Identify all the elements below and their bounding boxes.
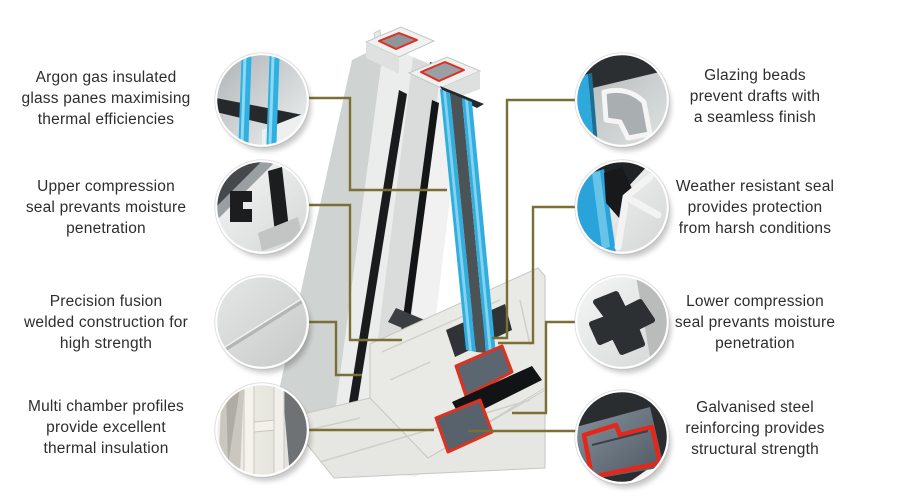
callout-line: Glazing beads [704,67,806,84]
callout-lower-seal: Lower compression seal prevants moisture… [653,291,857,354]
callout-line: Weather resistant seal [675,178,835,195]
callout-line: from harsh conditions [678,220,832,237]
callout-line: penetration [715,335,795,352]
callout-line: provide excellent [46,419,166,436]
callout-multi-chamber: Multi chamber profiles provide excellent… [0,396,212,459]
thumbnail-edge [214,52,310,148]
sash-head-steel [420,61,465,82]
thumbnail-edge [214,274,310,370]
thumbnail-edge [214,382,310,478]
callout-argon-glass: Argon gas insulated glass panes maximisi… [0,67,212,130]
window-cutaway-illustration [272,26,546,479]
connector-weather-seal [498,205,576,345]
callout-line: Multi chamber profiles [27,398,184,415]
argon-gas-glass-thumbnail [214,52,311,151]
callout-line: Upper compression [37,178,175,195]
multi-chamber-profile-thumbnail [214,382,311,481]
callout-line: high strength [59,335,153,352]
frame-head-skirt [366,42,399,74]
thumbnail-rim [574,389,670,485]
connector-fusion-weld [308,320,362,377]
thumbnail-edge [574,52,670,148]
glass-pane-front-highlight [443,90,472,351]
callout-glazing-beads: Glazing beads prevent drafts with a seam… [653,65,857,128]
connector-upper-seal [309,203,402,342]
glass-argon-gap [450,93,486,353]
callout-line: prevent drafts with [689,88,821,105]
fusion-weld-thumbnail [214,274,311,373]
callout-line: Argon gas insulated [35,69,177,86]
callout-line: Galvanised steel [696,399,814,416]
sash-steel-reinforcement [454,344,514,398]
callout-line: thermal efficiencies [37,111,175,128]
callout-line: structural strength [691,441,819,458]
thumbnail-edge [574,389,670,485]
thumbnail-rim [574,159,670,255]
frame-head-steel [378,32,418,50]
callout-line: welded construction for [24,314,188,331]
thumbnail-edge [574,159,670,255]
callout-upper-seal: Upper compression seal prevants moisture… [0,176,212,239]
callout-line: seal prevants moisture [25,199,187,216]
callout-line: reinforcing provides [685,420,825,437]
weather-resistant-seal-thumbnail [574,159,671,258]
callout-line: seal prevants moisture [674,314,836,331]
callout-line: provides protection [687,199,823,216]
glass-pane-back-highlight [465,99,492,354]
thumbnail-edge [214,159,310,255]
thumbnail-rim [214,382,310,478]
thumbnail-rim [214,52,310,148]
lower-compression-seal-thumbnail [574,274,671,373]
callout-line: Lower compression [686,293,824,310]
galvanised-steel-thumbnail [574,389,671,488]
callout-line: glass panes maximising [21,90,191,107]
callout-line: penetration [66,220,146,237]
connector-glazing-beads [492,98,576,340]
callout-fusion-weld: Precision fusion welded construction for… [0,291,212,354]
callout-line: thermal insulation [43,440,169,457]
glazing-bead-thumbnail [574,52,671,151]
callout-line: a seamless finish [693,109,817,126]
glass-spacer-bar [440,86,484,108]
thumbnail-rim [214,274,310,370]
thumbnail-edge [574,274,670,370]
connector-lower-seal [512,320,577,415]
thumbnail-rim [574,52,670,148]
callout-galvanised-steel: Galvanised steel reinforcing provides st… [653,397,857,460]
thumbnail-rim [214,159,310,255]
upper-compression-seal-thumbnail [214,159,311,258]
callout-line: Precision fusion [49,293,163,310]
thumbnail-rim [574,274,670,370]
connector-argon-glass [309,96,447,192]
callout-weather-seal: Weather resistant seal provides protecti… [653,176,857,239]
frame-sash-gasket [342,90,407,450]
connector-lines [308,96,577,433]
